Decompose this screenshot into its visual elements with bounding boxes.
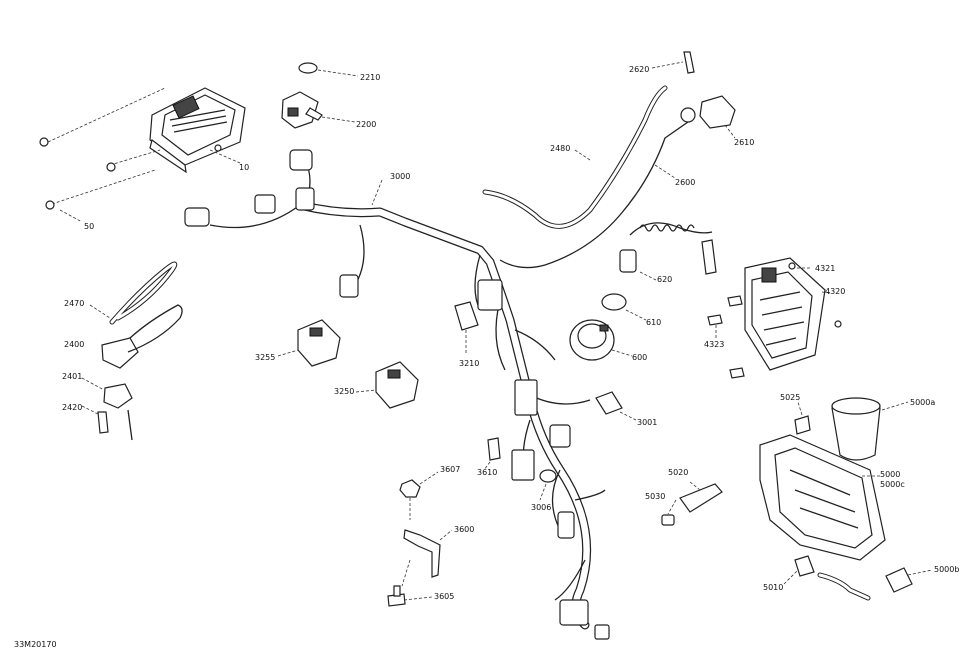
fitting-5030[interactable] [661, 499, 677, 526]
oil-filter-5000a[interactable] [831, 397, 909, 461]
label-3250: 3250 [334, 387, 355, 396]
upper-right-leaders [371, 61, 736, 206]
grommet-3006[interactable] [539, 469, 557, 501]
label-610: 610 [646, 318, 662, 327]
label-2600: 2600 [675, 178, 696, 187]
label-3600: 3600 [454, 525, 475, 534]
label-5000: 5000 [880, 470, 901, 479]
relay-2610[interactable] [680, 95, 736, 129]
label-2620: 2620 [629, 65, 650, 74]
sensor-5000b[interactable] [885, 567, 933, 593]
label-5000b: 5000b [934, 565, 960, 574]
label-2200: 2200 [356, 120, 377, 129]
fasteners-4321-4323[interactable] [707, 262, 842, 379]
label-3001: 3001 [637, 418, 658, 427]
bolt-2620[interactable] [683, 51, 695, 74]
label-2400: 2400 [64, 340, 85, 349]
bracket-5020[interactable] [679, 481, 723, 513]
bracket-2400[interactable] [101, 304, 183, 369]
cable-2470[interactable] [89, 261, 178, 325]
label-4321: 4321 [815, 264, 836, 273]
label-5025: 5025 [780, 393, 801, 402]
label-2480: 2480 [550, 144, 571, 153]
nut-3607[interactable] [399, 471, 439, 498]
label-5000c: 5000c [880, 480, 905, 489]
label-5030: 5030 [645, 492, 666, 501]
label-2610: 2610 [734, 138, 755, 147]
sensor-leaders [317, 69, 359, 123]
label-620: 620 [657, 275, 673, 284]
label-3605: 3605 [434, 592, 455, 601]
label-3607: 3607 [440, 465, 461, 474]
screw-2420[interactable] [81, 405, 133, 441]
connector-3001[interactable] [595, 391, 637, 421]
vertical-leaders [401, 498, 411, 587]
label-600: 600 [632, 353, 648, 362]
figure-reference: 33M20170 [14, 640, 57, 649]
label-2420: 2420 [62, 403, 83, 412]
housing-5000[interactable] [759, 434, 886, 561]
ecu-module[interactable] [149, 87, 246, 174]
label-10: 10 [239, 163, 250, 172]
sensor-2200[interactable] [281, 62, 323, 129]
grommet-610[interactable] [601, 293, 647, 321]
horn-600[interactable] [569, 319, 633, 361]
label-4320: 4320 [825, 287, 846, 296]
label-3000: 3000 [390, 172, 411, 181]
harness-connector-left[interactable] [184, 149, 610, 640]
fuse-box-4320[interactable] [744, 257, 826, 371]
hose-5010[interactable] [783, 555, 871, 601]
label-3210: 3210 [459, 359, 480, 368]
hose-2480[interactable] [482, 85, 668, 229]
bolt-3610[interactable] [483, 437, 501, 471]
cable-2600[interactable] [499, 121, 689, 269]
bolt-3605[interactable] [387, 585, 433, 607]
label-5020: 5020 [668, 468, 689, 477]
label-3255: 3255 [255, 353, 276, 362]
ecu-screws[interactable] [39, 137, 222, 210]
switch-3250[interactable] [355, 361, 419, 409]
label-4323: 4323 [704, 340, 725, 349]
coil-cord-620[interactable] [619, 222, 717, 281]
label-2470: 2470 [64, 299, 85, 308]
label-3610: 3610 [477, 468, 498, 477]
label-2401: 2401 [62, 372, 83, 381]
bolt-5025[interactable] [794, 401, 811, 435]
clip-2401[interactable] [81, 377, 133, 409]
label-5010: 5010 [763, 583, 784, 592]
label-5000a: 5000a [910, 398, 936, 407]
label-50: 50 [84, 222, 95, 231]
ecu-leaders [47, 87, 241, 223]
switch-3255[interactable] [277, 319, 341, 367]
label-2210: 2210 [360, 73, 381, 82]
bracket-3600[interactable] [403, 529, 453, 578]
connector-3210[interactable] [454, 301, 479, 355]
label-3006: 3006 [531, 503, 552, 512]
